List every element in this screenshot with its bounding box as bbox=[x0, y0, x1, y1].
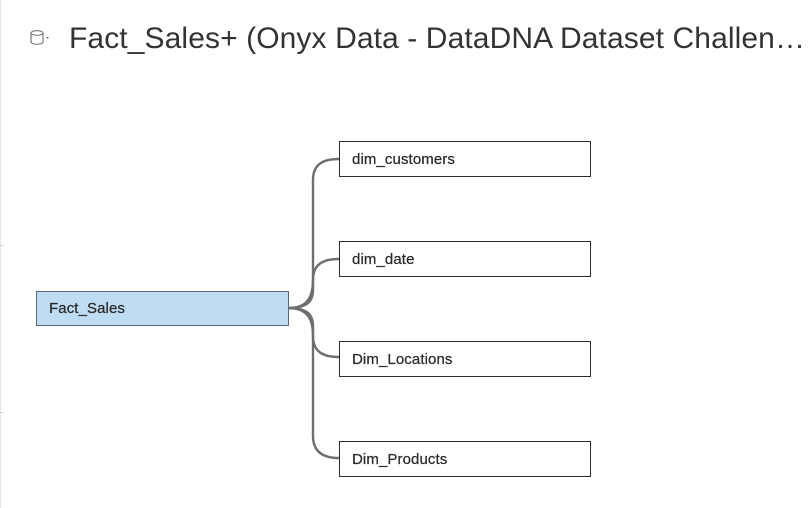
data-source-menu[interactable] bbox=[28, 28, 56, 48]
table-node-label: dim_date bbox=[352, 250, 415, 268]
table-node-fact-sales[interactable]: Fact_Sales bbox=[36, 291, 289, 326]
table-node-dim-locations[interactable]: Dim_Locations bbox=[339, 341, 591, 377]
left-panel-tick bbox=[0, 245, 3, 246]
table-node-label: Dim_Products bbox=[352, 450, 448, 468]
table-node-dim-date[interactable]: dim_date bbox=[339, 241, 591, 277]
caret-down-icon bbox=[46, 37, 49, 39]
table-node-label: Fact_Sales bbox=[49, 300, 126, 317]
connector-line bbox=[287, 306, 340, 460]
table-node-dim-customers[interactable]: dim_customers bbox=[339, 141, 591, 177]
left-panel-edge bbox=[0, 0, 1, 508]
table-node-dim-products[interactable]: Dim_Products bbox=[339, 441, 591, 477]
data-source-header: Fact_Sales+ (Onyx Data - DataDNA Dataset… bbox=[0, 0, 811, 80]
left-panel-tick bbox=[0, 412, 3, 413]
table-node-label: dim_customers bbox=[352, 150, 455, 168]
connector-line bbox=[287, 257, 340, 310]
database-icon bbox=[30, 30, 44, 45]
table-node-label: Dim_Locations bbox=[352, 350, 453, 368]
